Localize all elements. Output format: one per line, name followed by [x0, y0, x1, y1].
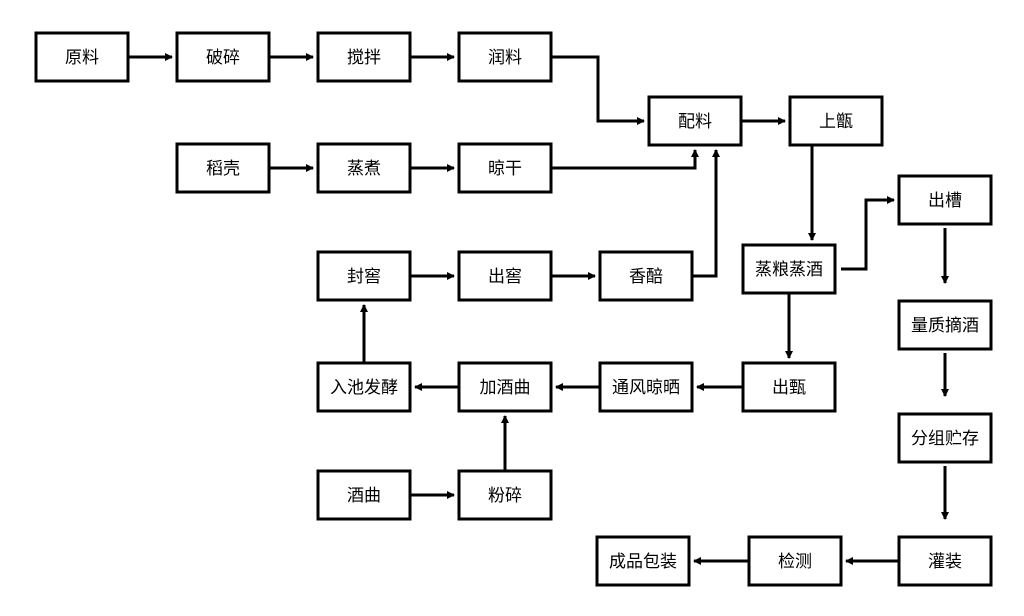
node-label-fermented-grains: 香醅 [629, 267, 663, 287]
node-box-moistening [457, 31, 553, 83]
node-box-sealing-cellar [316, 250, 412, 302]
node-stirring: 搅拌 [316, 31, 412, 83]
node-add-qu: 加酒曲 [457, 361, 553, 413]
node-label-bottling: 灌装 [928, 552, 962, 572]
node-box-crushing [175, 31, 271, 83]
node-jiuqu: 酒曲 [316, 469, 412, 521]
node-box-steam-grain-distill [741, 243, 837, 295]
node-label-finished-packaging: 成品包装 [609, 552, 677, 572]
node-label-rice-husk: 稻壳 [206, 159, 240, 179]
node-label-crushing: 破碎 [206, 48, 240, 68]
node-box-loading-steamer [788, 95, 884, 147]
node-out-of-vat: 出槽 [897, 174, 993, 226]
node-box-out-of-cellar [457, 250, 553, 302]
flow-arrows [128, 53, 949, 565]
node-steam-grain-distill: 蒸粮蒸酒 [741, 243, 837, 295]
node-out-of-cellar: 出窖 [457, 250, 553, 302]
node-label-pool-fermentation: 入池发酵 [330, 378, 398, 398]
node-label-jiuqu: 酒曲 [347, 486, 381, 506]
node-bottling: 灌装 [897, 535, 993, 587]
node-box-group-storage [897, 412, 993, 464]
node-box-add-qu [457, 361, 553, 413]
node-box-ventilate-cool [598, 361, 694, 413]
node-qu-crushing: 粉碎 [457, 469, 553, 521]
node-label-steam-grain-distill: 蒸粮蒸酒 [755, 260, 823, 280]
node-label-ventilate-cool: 通风晾晒 [612, 378, 680, 398]
node-box-rice-husk [175, 142, 271, 194]
node-label-ingredient-mixing: 配料 [678, 112, 712, 132]
node-inspection: 检测 [747, 535, 843, 587]
node-steaming: 蒸煮 [316, 142, 412, 194]
node-label-out-of-vat: 出槽 [928, 191, 962, 211]
node-box-stirring [316, 31, 412, 83]
node-finished-packaging: 成品包装 [595, 535, 691, 587]
node-crushing: 破碎 [175, 31, 271, 83]
arrow-drying-to-mixing [551, 149, 699, 170]
node-label-steaming: 蒸煮 [347, 159, 381, 179]
node-box-jiuqu [316, 469, 412, 521]
node-box-steaming [316, 142, 412, 194]
node-label-moistening: 润料 [488, 48, 522, 68]
node-label-raw-material: 原料 [65, 48, 99, 68]
node-label-out-of-steamer: 出甄 [772, 378, 806, 398]
node-box-pool-fermentation [316, 361, 412, 413]
node-fermented-grains: 香醅 [598, 250, 694, 302]
arrow-fermented-grains-to-mixing [692, 149, 720, 278]
arrow-distill-to-out-of-vat [841, 196, 895, 271]
node-drying: 晾干 [457, 142, 553, 194]
node-rice-husk: 稻壳 [175, 142, 271, 194]
node-box-out-of-vat [897, 174, 993, 226]
node-sealing-cellar: 封窖 [316, 250, 412, 302]
node-quality-grading: 量质摘酒 [897, 299, 993, 351]
node-label-drying: 晾干 [488, 159, 522, 179]
node-box-drying [457, 142, 553, 194]
node-box-bottling [897, 535, 993, 587]
node-label-out-of-cellar: 出窖 [488, 267, 522, 287]
node-ventilate-cool: 通风晾晒 [598, 361, 694, 413]
node-box-out-of-steamer [741, 361, 837, 413]
node-label-add-qu: 加酒曲 [480, 378, 531, 398]
node-box-finished-packaging [595, 535, 691, 587]
node-label-sealing-cellar: 封窖 [347, 267, 381, 287]
node-box-raw-material [34, 31, 130, 83]
node-label-stirring: 搅拌 [347, 48, 381, 68]
node-group-storage: 分组贮存 [897, 412, 993, 464]
node-box-qu-crushing [457, 469, 553, 521]
node-label-group-storage: 分组贮存 [911, 429, 979, 449]
node-raw-material: 原料 [34, 31, 130, 83]
node-moistening: 润料 [457, 31, 553, 83]
node-out-of-steamer: 出甄 [741, 361, 837, 413]
node-loading-steamer: 上甑 [788, 95, 884, 147]
node-label-inspection: 检测 [778, 552, 812, 572]
node-label-quality-grading: 量质摘酒 [911, 316, 979, 336]
node-label-loading-steamer: 上甑 [819, 112, 853, 132]
node-box-ingredient-mixing [647, 95, 743, 147]
node-label-qu-crushing: 粉碎 [488, 486, 522, 506]
node-pool-fermentation: 入池发酵 [316, 361, 412, 413]
arrow-moistening-to-mixing [551, 55, 645, 125]
node-box-inspection [747, 535, 843, 587]
node-box-quality-grading [897, 299, 993, 351]
node-box-fermented-grains [598, 250, 694, 302]
node-ingredient-mixing: 配料 [647, 95, 743, 147]
